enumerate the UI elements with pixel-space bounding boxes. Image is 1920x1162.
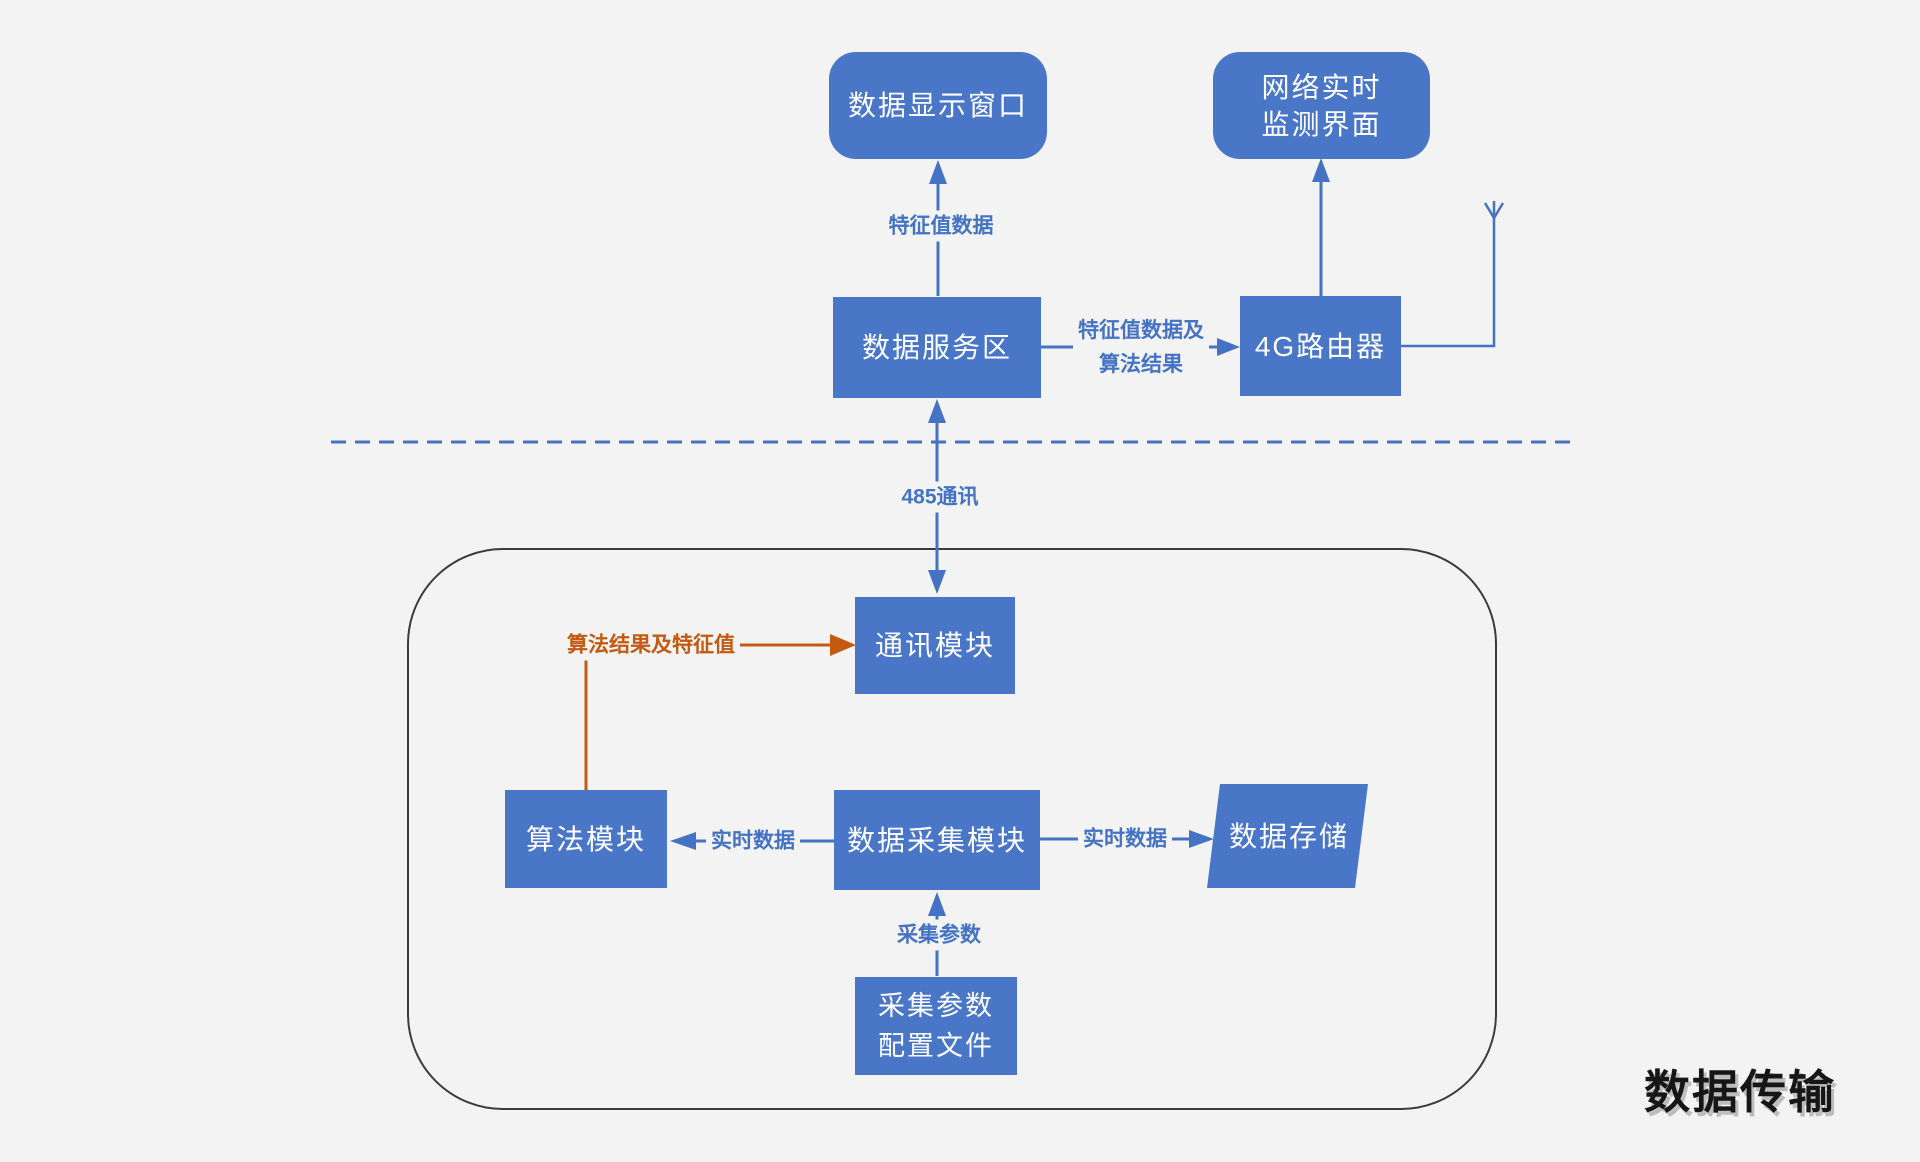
node-data-storage-label: 数据存储 bbox=[1228, 821, 1349, 852]
edge-label-algo-results-and-features: 算法结果及特征值 bbox=[562, 629, 740, 661]
edge-label-realtime-data-right: 实时数据 bbox=[1078, 823, 1172, 855]
node-data-service-area: 数据服务区 bbox=[833, 297, 1041, 398]
arrow-algo-to-comm bbox=[584, 634, 856, 790]
antenna-icon bbox=[1401, 201, 1505, 348]
node-algorithm-module: 算法模块 bbox=[505, 790, 667, 888]
embedded-system-container-outline bbox=[407, 548, 1497, 1110]
edge-label-fvdar-line2: 算法结果 bbox=[1099, 353, 1183, 376]
arrow-router-to-monitor bbox=[1312, 158, 1330, 296]
node-network-monitor-line2: 监测界面 bbox=[1261, 108, 1382, 140]
node-config-file-line2: 配置文件 bbox=[878, 1031, 994, 1061]
page-title: 数据传输 bbox=[1644, 1066, 1836, 1118]
edge-label-485-comm: 485通讯 bbox=[896, 481, 984, 513]
node-network-monitor-ui: 网络实时 监测界面 bbox=[1213, 52, 1430, 159]
data-storage-shape bbox=[1207, 784, 1368, 888]
node-data-acquisition-module: 数据采集模块 bbox=[834, 790, 1040, 890]
edge-label-realtime-data-left: 实时数据 bbox=[706, 825, 800, 857]
node-config-file-line1: 采集参数 bbox=[878, 991, 994, 1021]
edge-label-feature-value-data: 特征值数据 bbox=[883, 210, 999, 242]
node-data-display-window: 数据显示窗口 bbox=[829, 52, 1047, 159]
edge-label-fvdar-line1: 特征值数据及 bbox=[1078, 319, 1204, 342]
edge-label-acquisition-params: 采集参数 bbox=[892, 919, 986, 951]
node-network-monitor-line1: 网络实时 bbox=[1261, 71, 1382, 103]
edge-label-feature-data-and-algo-results: 特征值数据及 算法结果 bbox=[1073, 312, 1209, 384]
node-comm-module: 通讯模块 bbox=[855, 597, 1015, 694]
node-acquisition-config-file: 采集参数 配置文件 bbox=[855, 977, 1017, 1075]
node-4g-router: 4G路由器 bbox=[1240, 296, 1401, 396]
